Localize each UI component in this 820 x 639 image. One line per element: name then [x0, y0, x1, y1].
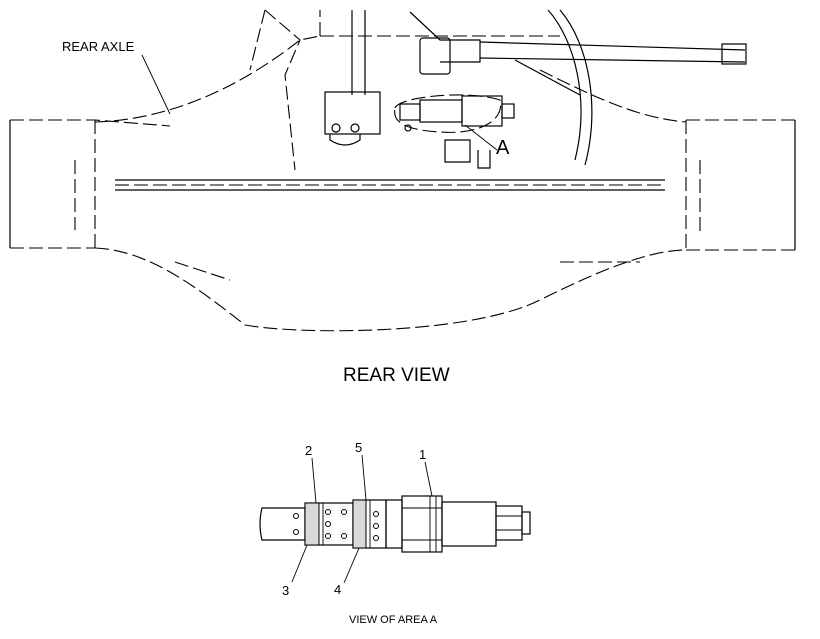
valve-body-mid [419, 99, 463, 123]
sensor-block-body [324, 91, 381, 135]
port-hole [373, 523, 379, 529]
cartridge-ports [293, 509, 379, 541]
valve-stem [444, 139, 471, 163]
port-hole [325, 533, 331, 539]
brace-line [514, 59, 581, 96]
housing-top-left-contour [94, 35, 321, 123]
rear-axle-label: REAR AXLE [62, 39, 135, 54]
valve-port [477, 150, 491, 169]
axle-housing [9, 9, 796, 332]
cartridge-end-nut [495, 505, 523, 541]
leader-4 [343, 547, 360, 584]
housing-bottom-contour [94, 247, 687, 332]
mounting-bolt-right [350, 123, 360, 133]
upper-bracket-edge [249, 9, 266, 71]
port-hole [341, 533, 347, 539]
housing-top-right-contour [539, 69, 687, 123]
leader-1 [424, 461, 433, 497]
horizontal-hose [479, 41, 746, 63]
housing-bottom-rib [174, 261, 231, 281]
upper-frame-line [319, 10, 560, 37]
port-hole [325, 521, 331, 527]
port-hole [293, 529, 299, 535]
area-a-marker: A [496, 137, 510, 159]
callout-2: 2 [305, 443, 312, 458]
callout-4: 4 [334, 582, 341, 597]
cartridge-coil-body [441, 501, 497, 547]
leader-2 [311, 457, 317, 504]
vertical-tube [351, 10, 366, 95]
upper-bracket-left [264, 9, 301, 171]
rear-axle-leader [141, 54, 171, 115]
hose-end-fitting [721, 43, 747, 65]
area-a-leader [464, 124, 498, 151]
sensor-block [324, 91, 412, 146]
sensor-block-mount [329, 134, 361, 146]
port-hole [293, 513, 299, 519]
cartridge-stud [521, 511, 531, 535]
port-hole [373, 535, 379, 541]
rear-view-caption: REAR VIEW [343, 365, 450, 386]
area-a-outline [394, 94, 502, 133]
seal-5 [352, 499, 367, 549]
curved-hose [547, 9, 593, 166]
cartridge-collar [385, 499, 403, 549]
mounting-bolt-left [331, 123, 341, 133]
valve-nut [501, 103, 515, 119]
leader-5 [361, 454, 367, 501]
left-axle-tube [10, 119, 171, 249]
callout-3: 3 [282, 583, 289, 598]
port-hole [325, 509, 331, 515]
callout-5: 5 [355, 440, 362, 455]
valve-cartridge-rear-view [394, 94, 515, 169]
valve-cartridge-detail [259, 454, 531, 584]
valve-body-right [461, 95, 503, 127]
port-hole [341, 509, 347, 515]
cartridge-nose [259, 507, 306, 541]
sensor-housing [419, 37, 451, 75]
leader-3 [291, 544, 308, 583]
hose-connector-body [409, 11, 481, 63]
hose-assembly [351, 9, 747, 166]
seal-2 [304, 502, 320, 546]
view-of-area-caption: VIEW OF AREA A [349, 614, 438, 626]
right-axle-tube [686, 119, 795, 251]
port-hole [373, 511, 379, 517]
valve-body-left [399, 103, 421, 121]
callout-1: 1 [419, 447, 426, 462]
